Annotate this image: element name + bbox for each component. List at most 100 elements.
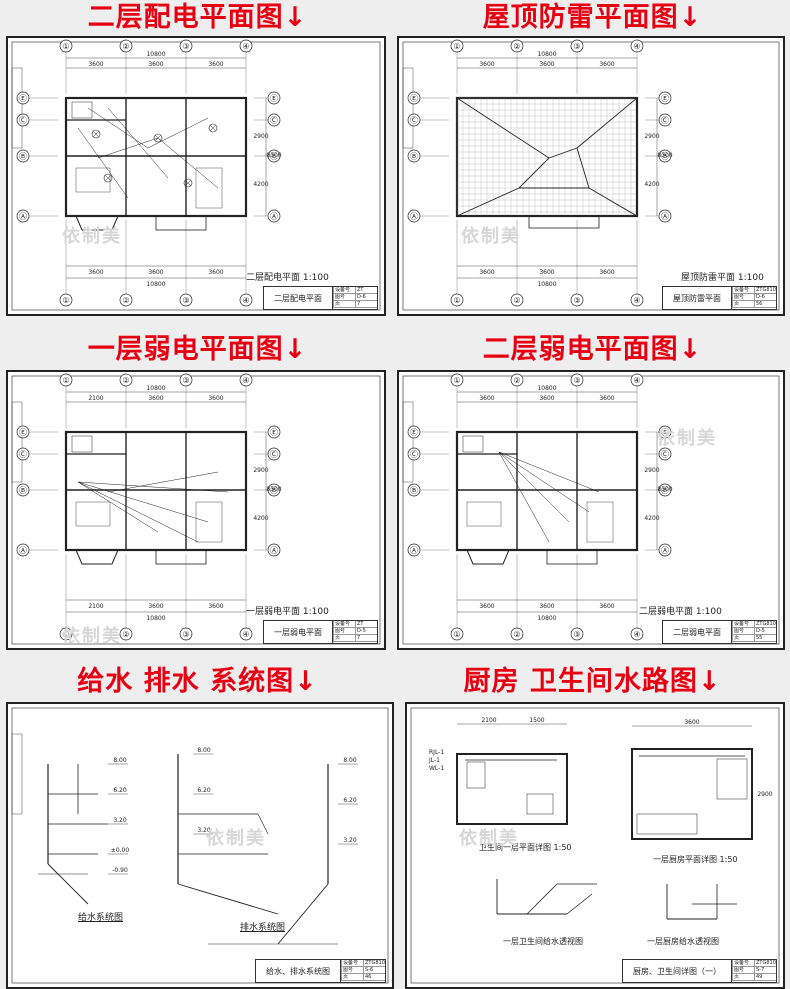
panel-title: 二层弱电平面图↓	[482, 334, 703, 365]
axis-label: ①	[453, 630, 460, 639]
wall-outline	[528, 215, 600, 229]
title-block-cell: 图号	[732, 967, 754, 974]
axis-label: Ⓑ	[410, 152, 418, 161]
wall-outline	[462, 435, 484, 453]
elevation-label: 6.20	[113, 787, 127, 794]
wall-outline	[11, 67, 23, 149]
axis-label: Ⓒ	[410, 116, 418, 125]
drawing-caption: 二层弱电平面 1:100	[639, 607, 722, 617]
dimension-label: 4200	[644, 181, 659, 188]
wall-outline	[402, 67, 414, 149]
wall-outline	[71, 435, 93, 453]
pipe-tag: JL-1	[428, 757, 440, 764]
axis-label: Ⓔ	[410, 428, 418, 437]
title-block-name: 给水、排水系统图	[256, 960, 341, 982]
dimension-label: 3600	[479, 61, 494, 68]
watermark: 依制美	[461, 226, 521, 247]
dimension-label: 3600	[599, 395, 614, 402]
wall-outline	[466, 761, 486, 789]
wall-outline	[410, 707, 780, 984]
dimension-label: 3600	[684, 719, 699, 726]
drawing-line	[77, 481, 229, 493]
dimension-label: 8300	[266, 486, 281, 493]
axis-label: Ⓔ	[661, 428, 669, 437]
dimension-label: 2900	[757, 791, 772, 798]
elevation-label: -0.90	[112, 867, 128, 874]
caption-water-supply: 给水系统图	[78, 913, 124, 923]
axis-label: ①	[62, 376, 69, 385]
wall-outline	[64, 96, 248, 218]
axis-label: Ⓑ	[410, 486, 418, 495]
axis-label: ③	[573, 630, 580, 639]
title-block-cell: 页	[732, 974, 754, 981]
dimension-label: 3600	[148, 395, 163, 402]
caption-kitchen-plan: 一层厨房平面详图 1:50	[653, 855, 738, 864]
axis-label: Ⓔ	[19, 428, 27, 437]
axis-label: ③	[573, 42, 580, 51]
dimension-label: 10800	[537, 51, 556, 58]
pipe-tag: WL-1	[429, 765, 444, 772]
axis-label: Ⓐ	[410, 212, 418, 221]
wall-outline	[631, 748, 753, 840]
title-block-cell: ZT	[355, 287, 377, 294]
axis-label: ③	[573, 296, 580, 305]
axis-label: ①	[62, 42, 69, 51]
dimension-label: 2100	[88, 395, 103, 402]
wall-outline	[546, 549, 598, 565]
wall-outline	[586, 501, 614, 543]
panel-title: 一层弱电平面图↓	[87, 334, 308, 365]
wall-outline	[402, 375, 780, 645]
wall-outline	[636, 813, 698, 835]
title-block-cell: 页	[341, 974, 363, 981]
axis-label: Ⓒ	[661, 450, 669, 459]
axis-label: ③	[182, 376, 189, 385]
title-block-cell: 图号	[333, 294, 355, 301]
dimension-label: 3600	[208, 603, 223, 610]
axis-label: ②	[122, 630, 129, 639]
title-block-cell: ZTG810	[754, 960, 776, 967]
title-block-cell: S-7	[754, 967, 776, 974]
axis-label: ②	[513, 296, 520, 305]
drawing-line	[566, 893, 593, 915]
axis-label: ④	[633, 376, 640, 385]
axis-label: ④	[242, 376, 249, 385]
axis-label: ③	[182, 42, 189, 51]
lamp-symbol	[183, 178, 193, 188]
wall-outline	[466, 501, 502, 527]
drawing-line	[47, 863, 89, 905]
axis-label: Ⓔ	[19, 94, 27, 103]
drawing-line	[526, 883, 558, 915]
axis-label: ②	[122, 296, 129, 305]
axis-label: ④	[633, 42, 640, 51]
panel-title: 屋顶防雷平面图↓	[482, 2, 703, 33]
title-block-name: 二层弱电平面	[663, 621, 732, 643]
dimension-label: 10800	[146, 615, 165, 622]
dimension-label: 3600	[479, 395, 494, 402]
title-block-cell: 页	[732, 635, 754, 642]
axis-label: ④	[242, 296, 249, 305]
axis-label: Ⓐ	[270, 546, 278, 555]
lamp-symbol	[153, 133, 163, 143]
caption-drainage: 排水系统图	[240, 923, 286, 933]
drawing-line	[498, 451, 570, 523]
title-block-cell: 设备号	[732, 621, 754, 628]
drawing-line	[97, 137, 159, 159]
wall-outline	[11, 41, 381, 311]
axis-label: ④	[242, 42, 249, 51]
title-block-cell: 49	[754, 974, 776, 981]
bay-window	[75, 215, 119, 231]
